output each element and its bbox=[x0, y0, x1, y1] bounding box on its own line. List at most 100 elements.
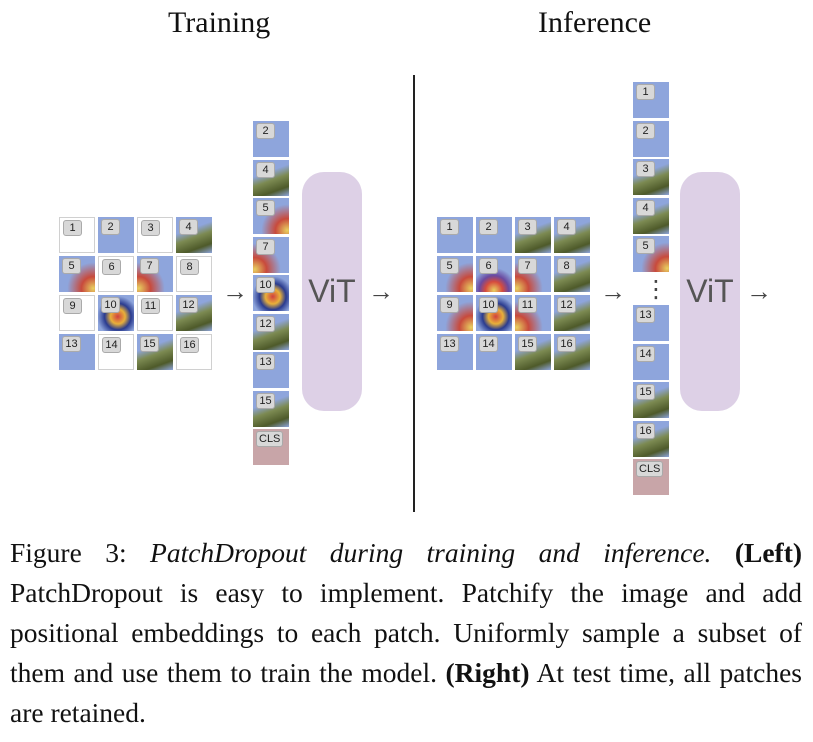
patch-number-label: 5 bbox=[62, 258, 81, 274]
training-column-token: 12 bbox=[253, 313, 289, 350]
inference-column-token: 14 bbox=[633, 343, 669, 380]
training-grid-patch: 5 bbox=[59, 256, 95, 292]
patch-number-label: 3 bbox=[636, 161, 655, 177]
patch-number-label: 10 bbox=[479, 297, 498, 313]
caption-left-label: (Left) bbox=[734, 537, 803, 568]
patch-number-label: 1 bbox=[440, 219, 459, 235]
caption-italic-title: PatchDropout during training and inferen… bbox=[150, 537, 712, 568]
patch-number-label: 16 bbox=[557, 336, 576, 352]
patch-number-label: 4 bbox=[557, 219, 576, 235]
patch-number-label: 2 bbox=[479, 219, 498, 235]
inference-grid-patch: 6 bbox=[476, 256, 512, 292]
training-grid-patch: 14 bbox=[98, 334, 134, 370]
training-grid-patch: 16 bbox=[176, 334, 212, 370]
training-column-token: 2 bbox=[253, 121, 289, 157]
training-column-token: 10 bbox=[253, 275, 289, 311]
patch-number-label: 6 bbox=[102, 259, 121, 275]
inference-grid-patch: 4 bbox=[554, 217, 590, 253]
inference-grid-patch: 11 bbox=[515, 295, 551, 331]
training-column-token: 13 bbox=[253, 352, 289, 388]
inference-vit-block: ViT bbox=[680, 172, 740, 411]
patch-number-label: 3 bbox=[518, 219, 537, 235]
inference-column-token: 15 bbox=[633, 382, 669, 418]
patch-number-label: 10 bbox=[101, 297, 120, 313]
patch-number-label: 7 bbox=[256, 238, 275, 255]
patch-number-label: 4 bbox=[256, 161, 275, 178]
inference-grid-patch: 7 bbox=[515, 256, 551, 292]
patch-number-label: 2 bbox=[636, 122, 655, 139]
patch-number-label: 6 bbox=[479, 258, 498, 274]
inference-grid-patch: 12 bbox=[554, 295, 590, 331]
patch-number-label: 12 bbox=[557, 297, 576, 313]
figure-caption: Figure 3: PatchDropout during training a… bbox=[10, 533, 802, 733]
patch-number-label: 12 bbox=[256, 315, 275, 332]
patch-number-label: 13 bbox=[62, 336, 81, 352]
patch-number-label: 15 bbox=[140, 336, 159, 352]
patch-number-label: 13 bbox=[256, 354, 275, 370]
training-title: Training bbox=[168, 6, 271, 39]
patch-number-label: 10 bbox=[256, 277, 275, 293]
inference-column-ellipsis: ⋮ bbox=[644, 276, 668, 303]
patch-number-label: 7 bbox=[518, 258, 537, 274]
training-output-arrow: → bbox=[368, 276, 394, 306]
inference-column-token: 2 bbox=[633, 120, 669, 157]
patch-number-label: 14 bbox=[479, 336, 498, 352]
training-grid-patch: 6 bbox=[98, 256, 134, 292]
patch-number-label: 15 bbox=[256, 392, 275, 409]
training-grid-patch: 10 bbox=[98, 295, 134, 331]
training-grid-patch: 9 bbox=[59, 295, 95, 331]
patch-number-label: 15 bbox=[518, 336, 537, 352]
patch-number-label: 13 bbox=[440, 336, 459, 352]
patch-number-label: 7 bbox=[140, 258, 159, 274]
inference-grid-patch: 9 bbox=[437, 295, 473, 331]
training-grid-patch: 8 bbox=[176, 256, 212, 292]
patch-number-label: 13 bbox=[636, 307, 655, 323]
patch-number-label: 14 bbox=[102, 337, 121, 353]
inference-column-token: 5 bbox=[633, 236, 669, 272]
patch-number-label: 5 bbox=[440, 258, 459, 274]
inference-grid-patch: 10 bbox=[476, 295, 512, 331]
training-cls-token: CLS bbox=[253, 429, 289, 465]
inference-grid-patch: 13 bbox=[437, 334, 473, 370]
training-grid-patch: 15 bbox=[137, 334, 173, 370]
inference-column-token: 1 bbox=[633, 82, 669, 118]
inference-grid-patch: 16 bbox=[554, 334, 590, 370]
training-grid-patch: 2 bbox=[98, 217, 134, 253]
section-divider bbox=[413, 75, 415, 512]
inference-column-token: 16 bbox=[633, 420, 669, 457]
patch-number-label: 16 bbox=[636, 422, 655, 439]
inference-title: Inference bbox=[538, 6, 652, 39]
inference-grid-patch: 15 bbox=[515, 334, 551, 370]
patch-number-label: 1 bbox=[636, 84, 655, 100]
training-grid-patch: 13 bbox=[59, 334, 95, 370]
inference-vit-label: ViT bbox=[686, 273, 734, 309]
inference-grid-patch: 3 bbox=[515, 217, 551, 253]
patch-number-label: 4 bbox=[179, 219, 198, 235]
caption-right-text: At test time, all patches are retained. bbox=[10, 657, 803, 728]
caption-figure-label: Figure 3: bbox=[10, 537, 127, 568]
inference-grid-patch: 2 bbox=[476, 217, 512, 253]
caption-left-text: PatchDropout is easy to implement. Patch… bbox=[10, 577, 802, 688]
cls-label: CLS bbox=[256, 431, 284, 447]
training-vit-block: ViT bbox=[302, 172, 362, 411]
training-column-token: 5 bbox=[253, 198, 289, 234]
training-vit-label: ViT bbox=[308, 273, 356, 309]
patch-number-label: 9 bbox=[63, 298, 82, 314]
cls-label: CLS bbox=[636, 461, 664, 477]
training-column-token: 15 bbox=[253, 390, 289, 427]
patch-number-label: 14 bbox=[636, 345, 655, 362]
patch-number-label: 12 bbox=[179, 297, 198, 313]
patch-number-label: 1 bbox=[63, 220, 82, 236]
training-grid-patch: 1 bbox=[59, 217, 95, 253]
inference-output-arrow: → bbox=[746, 276, 772, 306]
patch-number-label: 16 bbox=[180, 337, 199, 353]
patch-number-label: 3 bbox=[141, 220, 160, 236]
patch-number-label: 5 bbox=[636, 238, 655, 254]
inference-column-token: 13 bbox=[633, 305, 669, 341]
patch-number-label: 2 bbox=[101, 219, 120, 235]
patch-number-label: 8 bbox=[180, 259, 199, 275]
inference-column-token: 3 bbox=[633, 159, 669, 195]
inference-grid-patch: 5 bbox=[437, 256, 473, 292]
training-column-token: 7 bbox=[253, 236, 289, 273]
training-grid-patch: 11 bbox=[137, 295, 173, 331]
